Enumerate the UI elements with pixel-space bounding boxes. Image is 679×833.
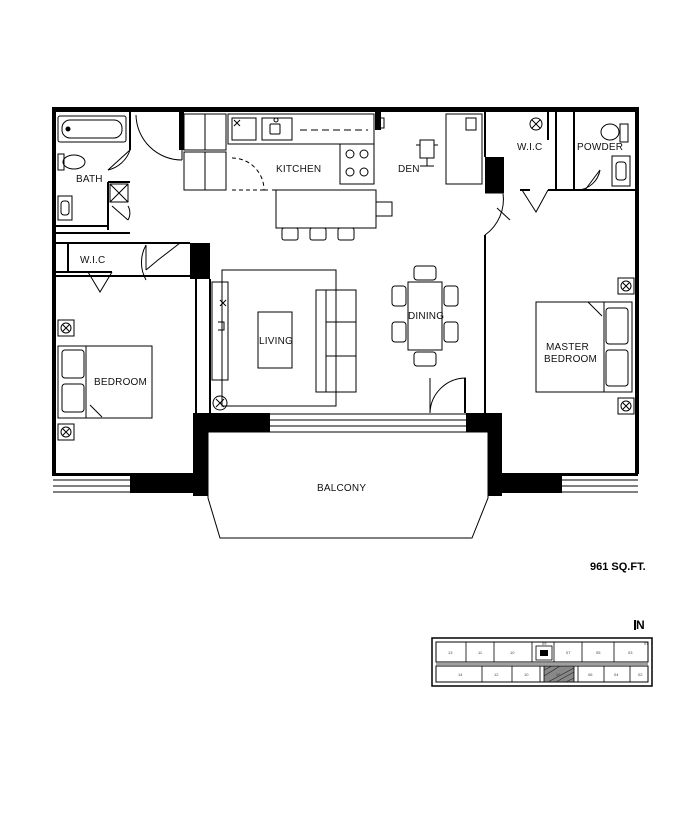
key-unit-bottom-3: 08 — [556, 672, 561, 677]
bedroom-bed — [57, 319, 153, 441]
key-unit-top-3: 09 — [542, 641, 547, 646]
sink-bath — [57, 195, 73, 221]
key-unit-bottom-4: 06 — [588, 672, 593, 677]
key-unit-bottom-2: 10 — [524, 672, 529, 677]
room-label-living: LIVING — [259, 336, 293, 347]
key-unit-top-2: 10 — [510, 650, 515, 655]
room-label-master-line1: MASTER — [546, 342, 589, 353]
key-unit-bottom-5: 04 — [614, 672, 619, 677]
key-unit-top-5: 05 — [596, 650, 601, 655]
key-unit-top-1: 11 — [478, 650, 483, 655]
room-label-bedroom: BEDROOM — [94, 377, 147, 388]
bathtub — [57, 115, 127, 143]
north-arrow-icon — [634, 620, 636, 630]
key-unit-top-0: 13 — [448, 650, 453, 655]
balcony-outline — [195, 431, 489, 539]
toilet-powder — [600, 123, 629, 143]
living-furniture — [211, 269, 357, 411]
room-label-dining: DINING — [408, 311, 444, 322]
north-label: N — [636, 618, 645, 632]
key-unit-bottom-1: 12 — [494, 672, 499, 677]
master-bed — [535, 277, 635, 415]
toilet-bath — [57, 153, 86, 171]
kitchen-counters — [183, 113, 393, 241]
sink-powder — [611, 155, 631, 187]
doors — [87, 114, 601, 414]
room-label-bath: BATH — [76, 174, 103, 185]
area-label: 961 SQ.FT. — [590, 561, 646, 573]
key-unit-top-6: 03 — [628, 650, 633, 655]
key-unit-top-4: 07 — [566, 650, 571, 655]
room-label-wic-left: W.I.C — [80, 255, 105, 266]
key-unit-top-7: 01 — [644, 641, 649, 646]
dining-table — [391, 265, 459, 367]
closet-box — [109, 183, 129, 203]
den-desk — [416, 113, 483, 185]
room-label-den: DEN — [398, 164, 420, 175]
key-plan: N 13 11 10 09 — [431, 618, 653, 687]
key-unit-bottom-6: 02 — [638, 672, 643, 677]
windows — [53, 413, 638, 493]
room-label-powder: POWDER — [577, 142, 623, 153]
highlighted-unit — [543, 665, 575, 683]
room-label-balcony: BALCONY — [317, 483, 366, 494]
interior-walls — [56, 112, 636, 413]
room-labels: BATH KITCHEN DEN W.I.C W.I.C POWDER DINI… — [76, 142, 623, 494]
room-label-kitchen: KITCHEN — [276, 164, 321, 175]
key-unit-bottom-0: 14 — [458, 672, 463, 677]
room-label-wic-right: W.I.C — [517, 142, 542, 153]
exterior-walls — [52, 107, 639, 496]
room-label-master-line2: BEDROOM — [544, 354, 597, 365]
light-fixture-icon — [529, 117, 543, 131]
